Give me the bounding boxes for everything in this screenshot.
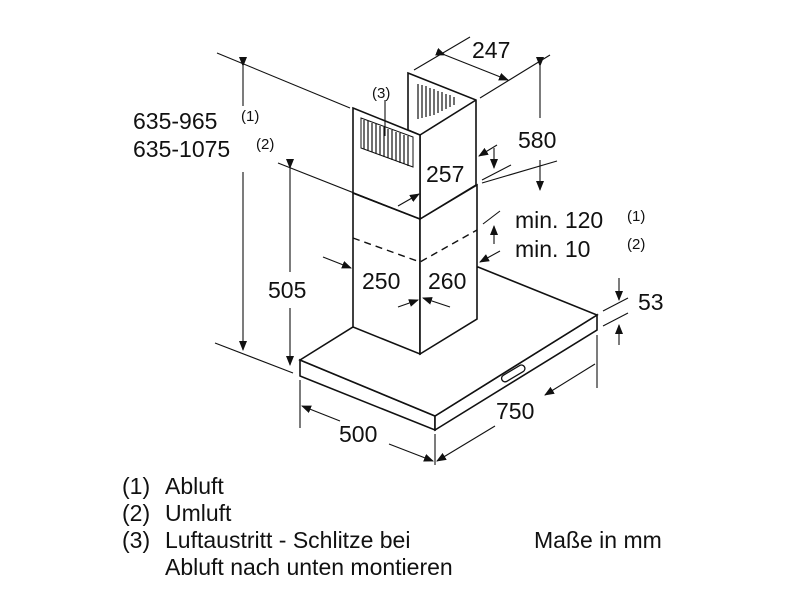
- legend-text-3-cont: Abluft nach unten montieren: [165, 554, 453, 580]
- legend-num-1: (1): [122, 473, 150, 499]
- gap-exhaust-label: min. 120: [515, 207, 603, 233]
- legend-text-1: Abluft: [165, 473, 224, 499]
- dim-247: 247: [472, 37, 510, 63]
- legend: (1) Abluft (2) Umluft (3) Luftaustritt -…: [122, 473, 453, 580]
- chimney-lower: [352, 183, 478, 356]
- slot-callout-label: (3): [372, 85, 390, 102]
- total-height-recirc-label: 635-1075: [133, 136, 230, 162]
- overlap-dashed-line: [352, 229, 478, 263]
- note-1-marker: (1): [241, 108, 259, 125]
- note-2-marker: (2): [256, 136, 274, 153]
- vent-slots-front: [360, 117, 414, 168]
- gap-exhaust-note: (1): [627, 208, 645, 225]
- chimney-upper: [352, 71, 477, 221]
- legend-num-2: (2): [122, 500, 150, 526]
- total-height-exhaust-label: 635-965: [133, 108, 217, 134]
- dim-750: 750: [496, 398, 534, 424]
- dimension-lines: [214, 36, 629, 465]
- units-note: Maße in mm: [534, 527, 662, 553]
- gap-recirc-label: min. 10: [515, 236, 590, 262]
- dim-500: 500: [339, 421, 377, 447]
- dim-53: 53: [638, 289, 664, 315]
- dim-505: 505: [268, 277, 306, 303]
- vent-slots-back: [417, 84, 455, 119]
- control-panel: [500, 364, 526, 383]
- hood-canopy: [298, 266, 599, 432]
- legend-text-3: Luftaustritt - Schlitze bei: [165, 527, 410, 553]
- dim-250: 250: [362, 268, 400, 294]
- legend-num-3: (3): [122, 527, 150, 553]
- dim-260: 260: [428, 268, 466, 294]
- dim-580: 580: [518, 127, 556, 153]
- dim-257: 257: [426, 161, 464, 187]
- legend-text-2: Umluft: [165, 500, 232, 526]
- gap-recirc-note: (2): [627, 236, 645, 253]
